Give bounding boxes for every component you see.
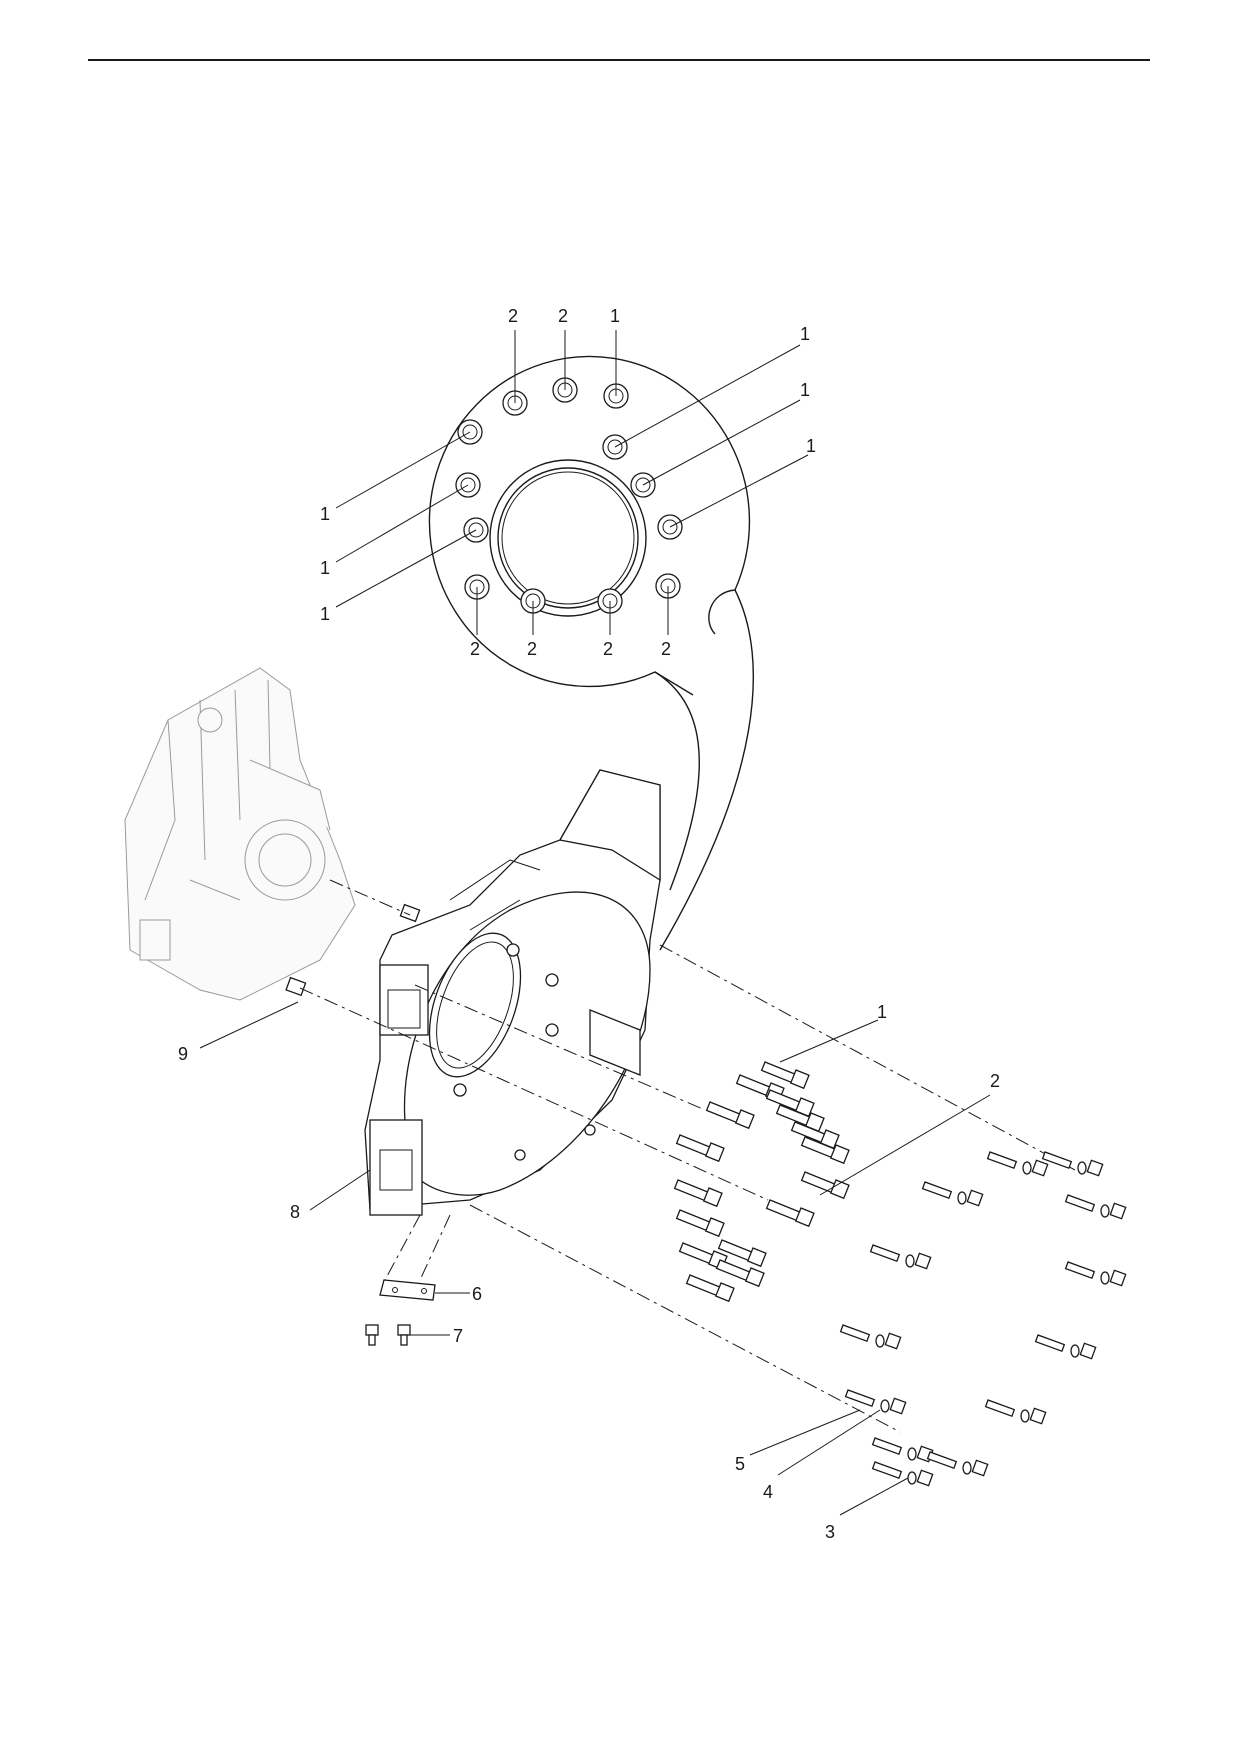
flywheel-housing bbox=[364, 769, 661, 1216]
callout-detail-2-bottom-d: 2 bbox=[661, 639, 671, 659]
stud-assembly bbox=[869, 1244, 932, 1270]
callout-item-8: 8 bbox=[290, 1202, 300, 1222]
callout-detail-1-left-a: 1 bbox=[320, 504, 330, 524]
cap-screw bbox=[673, 1179, 723, 1208]
stud-assembly bbox=[1034, 1334, 1097, 1360]
callout-detail-1-left-c: 1 bbox=[320, 604, 330, 624]
callout-detail-1-top-right: 1 bbox=[610, 306, 620, 326]
callout-detail-1-right-a: 1 bbox=[800, 324, 810, 344]
callout-detail-2-bottom-c: 2 bbox=[603, 639, 613, 659]
cap-screw bbox=[800, 1171, 850, 1200]
dowel-pin bbox=[285, 903, 421, 997]
callout-item-5: 5 bbox=[735, 1454, 745, 1474]
cap-screw bbox=[765, 1199, 815, 1228]
stud-assembly bbox=[871, 1461, 934, 1487]
callout-detail-2-bottom-b: 2 bbox=[527, 639, 537, 659]
cap-screw bbox=[775, 1104, 825, 1133]
stud-assembly bbox=[926, 1451, 989, 1477]
cap-screw bbox=[717, 1239, 767, 1268]
cap-screw bbox=[800, 1136, 850, 1165]
cap-screw bbox=[675, 1134, 725, 1163]
callout-detail-2-top-mid: 2 bbox=[558, 306, 568, 326]
main-leaders bbox=[199, 1001, 991, 1516]
callout-detail-1-right-b: 1 bbox=[800, 380, 810, 400]
callout-detail-1-left-b: 1 bbox=[320, 558, 330, 578]
cap-screw bbox=[715, 1259, 765, 1288]
detail-bolt-holes bbox=[455, 377, 683, 614]
stud-assembly bbox=[1064, 1261, 1127, 1287]
cap-screw bbox=[705, 1101, 755, 1130]
callout-detail-2-bottom-a: 2 bbox=[470, 639, 480, 659]
cap-screws bbox=[673, 1061, 850, 1303]
stud-assembly bbox=[921, 1181, 984, 1207]
callout-item-1: 1 bbox=[877, 1002, 887, 1022]
callout-item-6: 6 bbox=[472, 1284, 482, 1304]
stud-assembly bbox=[871, 1437, 934, 1463]
detail-view: 2 2 1 1 1 1 1 1 1 2 2 2 2 bbox=[320, 306, 816, 951]
cap-screw bbox=[790, 1121, 840, 1150]
cap-screw bbox=[765, 1089, 815, 1118]
callout-detail-1-right-c: 1 bbox=[806, 436, 816, 456]
callout-detail-2-top-left: 2 bbox=[508, 306, 518, 326]
cap-screw bbox=[685, 1274, 735, 1303]
stud-assemblies bbox=[839, 1151, 1127, 1487]
callout-item-4: 4 bbox=[763, 1482, 773, 1502]
callout-item-3: 3 bbox=[825, 1522, 835, 1542]
stud-assembly bbox=[844, 1389, 907, 1415]
cover-screws bbox=[365, 1324, 411, 1346]
stud-assembly bbox=[1041, 1151, 1104, 1177]
callout-item-9: 9 bbox=[178, 1044, 188, 1064]
engine-block bbox=[124, 667, 356, 1001]
callout-item-2: 2 bbox=[990, 1071, 1000, 1091]
stud-assembly bbox=[839, 1324, 902, 1350]
alignment-lines bbox=[299, 879, 1076, 1433]
cap-screw bbox=[760, 1061, 810, 1090]
detail-leaders bbox=[335, 330, 809, 635]
cover-plate bbox=[379, 1279, 436, 1301]
cap-screw bbox=[675, 1209, 725, 1238]
callout-item-7: 7 bbox=[453, 1326, 463, 1346]
stud-assembly bbox=[986, 1151, 1049, 1177]
stud-assembly bbox=[984, 1399, 1047, 1425]
stud-assembly bbox=[1064, 1194, 1127, 1220]
